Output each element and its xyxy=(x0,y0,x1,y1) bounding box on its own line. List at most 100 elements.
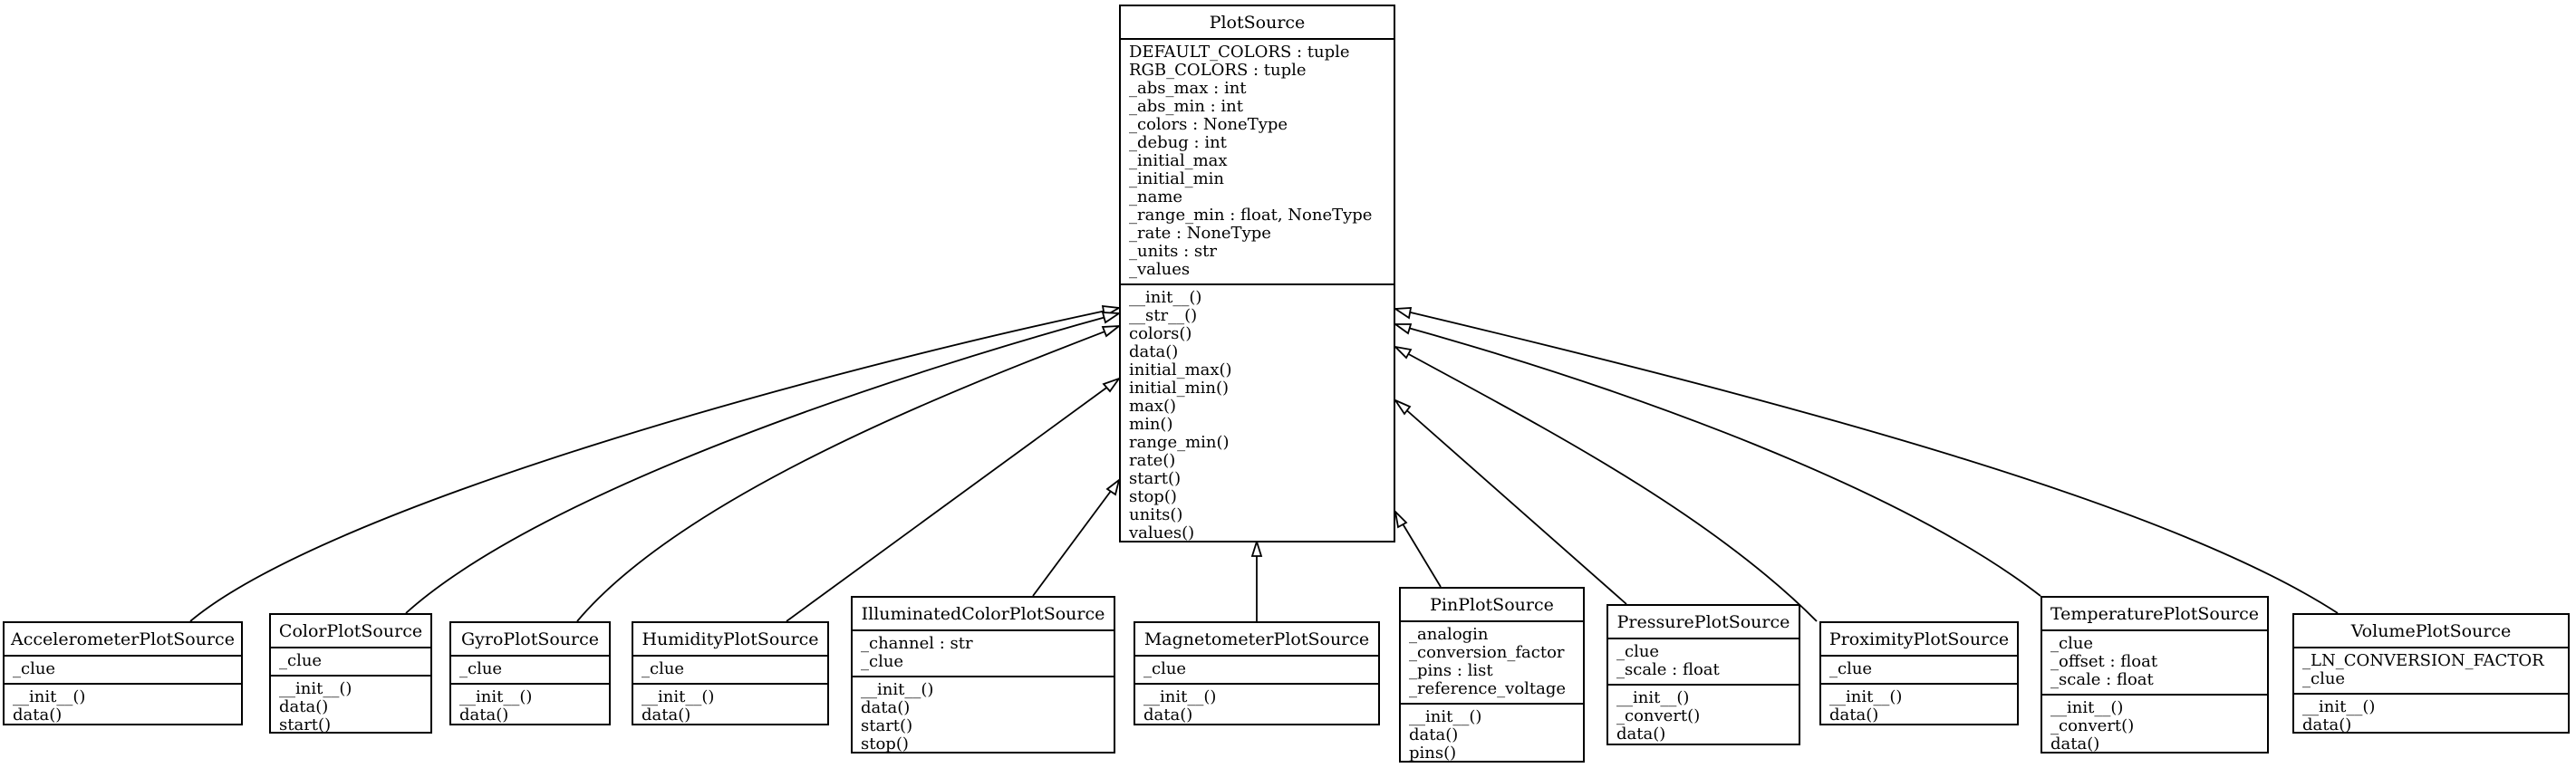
method: data() xyxy=(279,697,329,716)
attribute: _name xyxy=(1129,187,1183,206)
attribute: RGB_COLORS : tuple xyxy=(1129,61,1307,80)
method: start() xyxy=(279,715,332,734)
method: __init__() xyxy=(2302,697,2376,716)
attribute: _clue xyxy=(1143,659,1187,678)
edge-illuminated xyxy=(1032,479,1120,597)
class-box-colorplotsource: ColorPlotSource _clue __init__() data() … xyxy=(269,613,432,734)
attribute: _clue xyxy=(2050,634,2094,653)
attribute: _clue xyxy=(2302,669,2346,688)
method: data() xyxy=(1129,342,1179,361)
arrowhead xyxy=(1393,398,1412,416)
method: __init__() xyxy=(1829,687,1903,706)
attribute: _scale : float xyxy=(1616,660,1720,679)
method: initial_min() xyxy=(1129,379,1230,398)
class-name: VolumePlotSource xyxy=(2294,615,2568,648)
class-name: ColorPlotSource xyxy=(271,615,430,648)
class-methods: __init__() data() start() stop() xyxy=(853,677,1114,758)
method: stop() xyxy=(1129,487,1177,506)
class-box-accelerometerplotsource: AccelerometerPlotSource _clue __init__()… xyxy=(3,621,243,725)
attribute: _reference_voltage xyxy=(1409,679,1567,698)
class-methods: __init__() _convert() data() xyxy=(2042,696,2267,758)
attribute: _initial_max xyxy=(1129,151,1228,170)
method: start() xyxy=(861,716,913,735)
edge-proximity xyxy=(1394,346,1818,622)
class-box-temperatureplotsource: TemperaturePlotSource _clue _offset : fl… xyxy=(2041,596,2269,754)
class-name: PlotSource xyxy=(1121,6,1394,40)
method: min() xyxy=(1129,415,1173,434)
attribute: _debug : int xyxy=(1129,133,1227,152)
class-name: HumidityPlotSource xyxy=(633,623,827,657)
edge-volume xyxy=(1394,308,2339,614)
arrowhead xyxy=(1393,307,1413,320)
arrowhead xyxy=(1105,477,1121,496)
attribute: _colors : NoneType xyxy=(1129,115,1288,134)
class-methods: __init__() data() xyxy=(1135,685,1378,729)
arrowhead xyxy=(1250,538,1263,557)
method: data() xyxy=(13,706,63,725)
class-attributes: _clue xyxy=(633,657,827,685)
edge-accelerometer xyxy=(189,307,1120,622)
class-box-proximityplotsource: ProximityPlotSource _clue __init__() dat… xyxy=(1819,621,2019,725)
arrowhead xyxy=(1102,377,1122,393)
method: __init__() xyxy=(642,687,715,706)
arrowhead xyxy=(1393,345,1413,360)
class-name: MagnetometerPlotSource xyxy=(1135,623,1378,657)
method: __init__() xyxy=(1143,687,1217,706)
class-methods: __init__() data() xyxy=(2294,695,2568,739)
method: data() xyxy=(1143,706,1193,725)
class-name: ProximityPlotSource xyxy=(1821,623,2017,657)
method: data() xyxy=(2302,715,2352,734)
method: rate() xyxy=(1129,451,1176,470)
class-attributes: _clue _scale : float xyxy=(1608,639,1799,686)
class-attributes: DEFAULT_COLORS : tuple RGB_COLORS : tupl… xyxy=(1121,40,1394,285)
attribute: _analogin xyxy=(1409,625,1489,644)
method: colors() xyxy=(1129,324,1192,343)
method: range_min() xyxy=(1129,433,1230,452)
method: data() xyxy=(1409,725,1459,744)
class-name: IlluminatedColorPlotSource xyxy=(853,598,1114,631)
attribute: _clue xyxy=(642,659,685,678)
class-methods: __init__() data() xyxy=(451,685,609,729)
attribute: _clue xyxy=(459,659,503,678)
edge-pressure xyxy=(1394,399,1627,605)
attribute: _clue xyxy=(13,659,56,678)
edge-humidity xyxy=(786,378,1120,622)
method: data() xyxy=(861,698,911,717)
class-box-magnetometerplotsource: MagnetometerPlotSource _clue __init__() … xyxy=(1134,621,1380,725)
attribute: _offset : float xyxy=(2050,652,2158,671)
method: __init__() xyxy=(1616,688,1690,707)
attribute: _clue xyxy=(1829,659,1873,678)
attribute: _range_min : float, NoneType xyxy=(1129,206,1373,225)
method: _convert() xyxy=(2050,716,2135,735)
method: data() xyxy=(1829,706,1879,725)
class-box-volumeplotsource: VolumePlotSource _LN_CONVERSION_FACTOR _… xyxy=(2292,613,2570,734)
class-methods: __init__() data() xyxy=(5,685,241,729)
attribute: _clue xyxy=(1616,642,1660,661)
method: values() xyxy=(1129,523,1195,542)
attribute: _units : str xyxy=(1129,242,1217,261)
attribute: _LN_CONVERSION_FACTOR xyxy=(2302,651,2544,670)
class-name: TemperaturePlotSource xyxy=(2042,598,2267,631)
edge-color xyxy=(405,312,1120,614)
class-name: PressurePlotSource xyxy=(1608,606,1799,639)
method: __init__() xyxy=(861,680,934,699)
method: stop() xyxy=(861,734,909,754)
method: __init__() xyxy=(459,687,533,706)
arrowhead xyxy=(1101,312,1122,324)
class-name: GyroPlotSource xyxy=(451,623,609,657)
arrowhead xyxy=(1394,509,1408,529)
attribute: _pins : list xyxy=(1409,661,1493,680)
arrowhead xyxy=(1101,324,1122,338)
method: _convert() xyxy=(1616,706,1701,725)
method: initial_max() xyxy=(1129,360,1232,379)
method: __init__() xyxy=(13,687,86,706)
method: data() xyxy=(1616,725,1666,744)
method: __str__() xyxy=(1129,306,1198,325)
method: start() xyxy=(1129,469,1182,488)
attribute: _conversion_factor xyxy=(1409,643,1565,662)
class-attributes: _LN_CONVERSION_FACTOR _clue xyxy=(2294,648,2568,695)
class-methods: __init__() data() xyxy=(1821,685,2017,729)
method: data() xyxy=(642,706,691,725)
attribute: _initial_min xyxy=(1129,169,1225,188)
